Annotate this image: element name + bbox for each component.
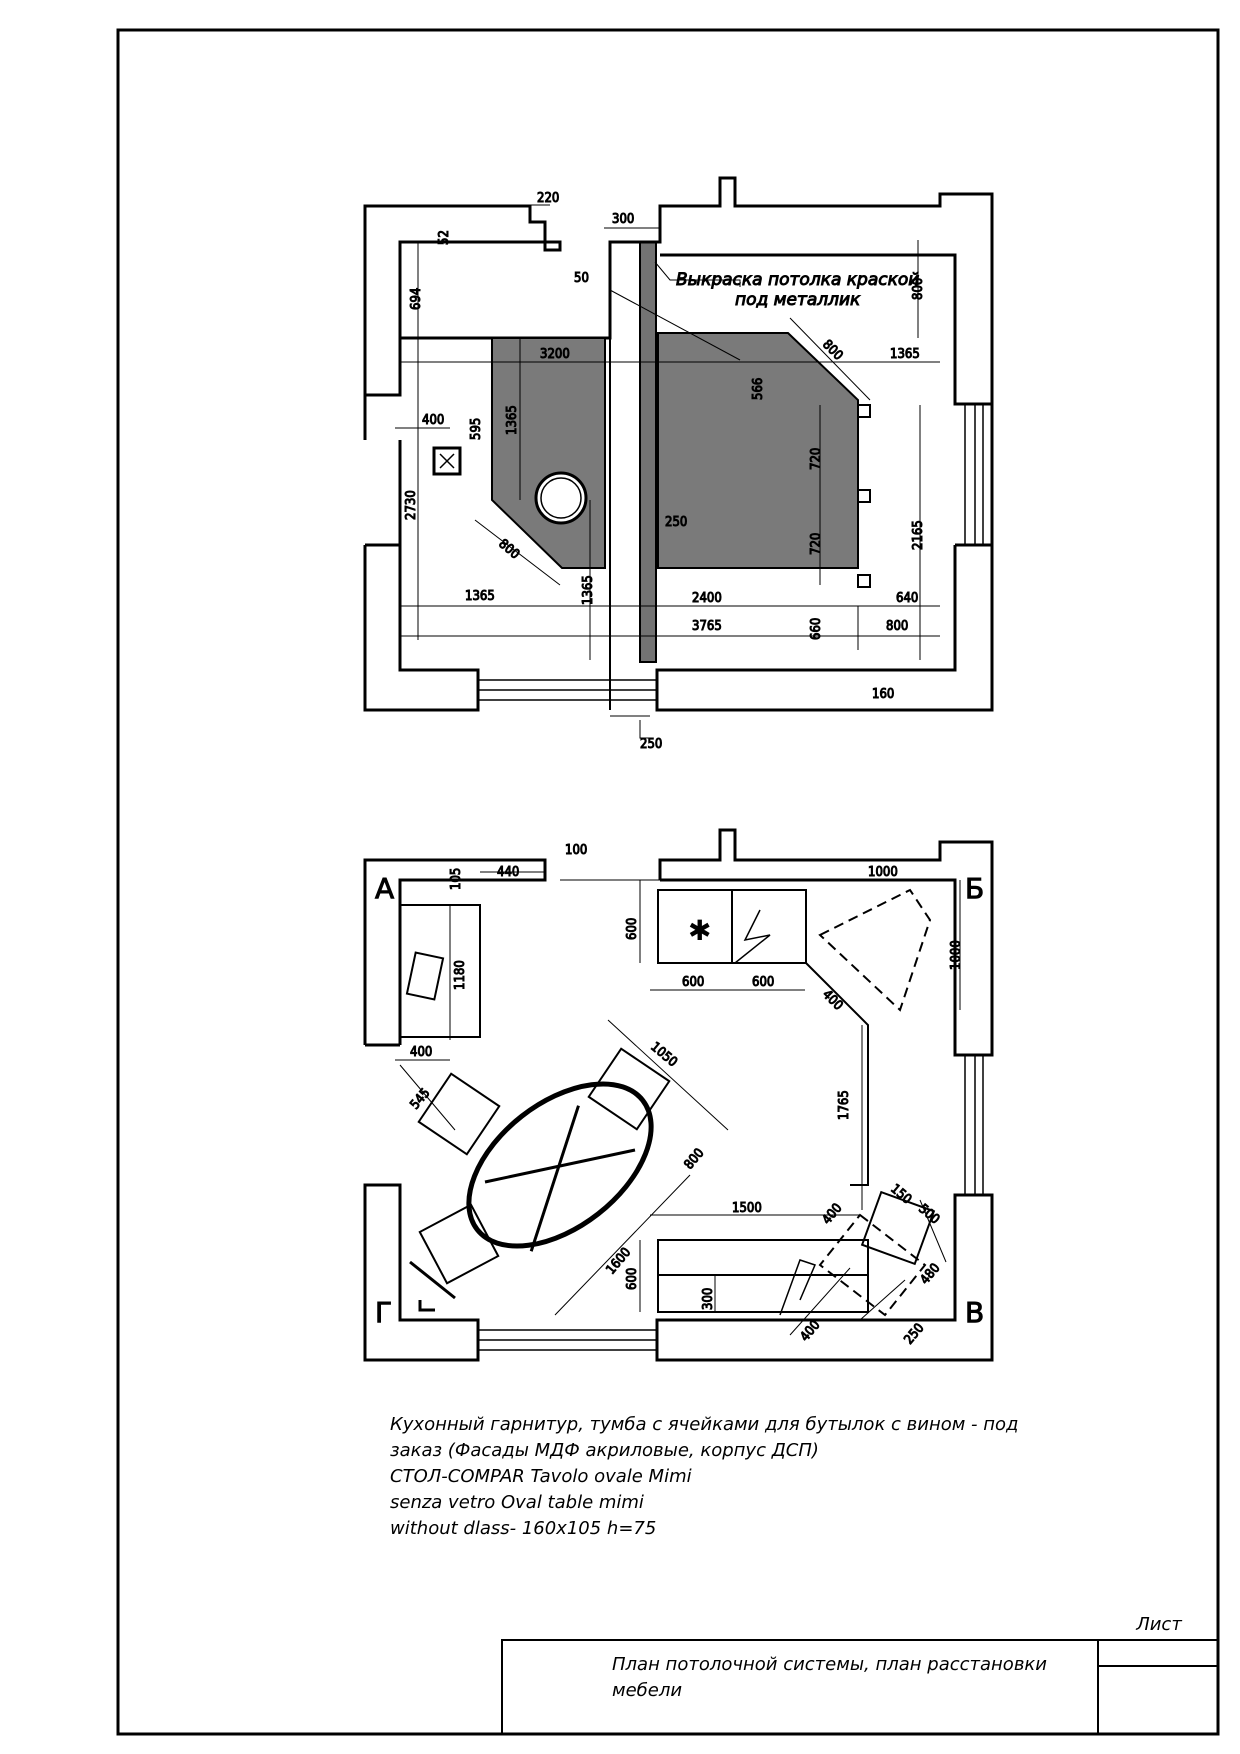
dim-text: 595 <box>469 418 484 440</box>
wine-cabinet-asterisk-icon: ✱ <box>688 914 711 947</box>
ceiling-panel-right <box>657 332 859 569</box>
dim-text: 1000 <box>949 940 964 970</box>
dim-text: 400 <box>820 1201 846 1228</box>
kitchen-bottom-units <box>657 1213 927 1317</box>
dim-text: 300 <box>612 212 634 227</box>
dim-text: 600 <box>625 918 640 940</box>
ceiling-plan-dim-texts: 220 300 52 694 50 800 800 1365 3200 566 … <box>404 191 927 753</box>
ceiling-plan: Выкраска потолка краской под металлик 22… <box>363 176 994 753</box>
dim-text: 250 <box>640 737 662 752</box>
ceiling-plan-dim-lines <box>395 204 940 739</box>
ceiling-spot-2 <box>857 489 871 503</box>
ceiling-spot-3 <box>857 574 871 588</box>
dim-text: 800 <box>819 337 845 363</box>
ceiling-paint-note: Выкраска потолка краской под металлик <box>676 270 920 311</box>
dim-text: 600 <box>752 975 774 990</box>
sideboard-tablet <box>405 951 445 1001</box>
dim-text: 1500 <box>732 1201 762 1216</box>
chair <box>587 1047 671 1131</box>
dim-text: 545 <box>408 1086 434 1113</box>
dim-text: 400 <box>422 413 444 428</box>
title-line-2: мебели <box>612 1680 683 1701</box>
note-line: without dlass- 160x105 h=75 <box>390 1518 657 1539</box>
note-line: заказ (Фасады МДФ акриловые, корпус ДСП) <box>390 1440 819 1461</box>
dim-text: 1365 <box>505 405 520 435</box>
dim-text: 50 <box>574 271 589 286</box>
dim-text: 440 <box>497 865 519 880</box>
kitchen-top-units <box>657 888 932 1186</box>
dim-text: 694 <box>409 288 424 310</box>
dim-text: 52 <box>437 230 452 245</box>
dim-text: 720 <box>809 448 824 470</box>
chairs <box>417 1047 671 1285</box>
ceiling-plan-window-bottom <box>478 679 657 701</box>
dim-text: 2730 <box>404 490 419 520</box>
dim-text: 1000 <box>868 865 898 880</box>
ceiling-spot-1 <box>857 404 871 418</box>
dim-text: 220 <box>537 191 559 206</box>
furniture-plan-walls <box>363 828 994 1362</box>
title-block-sheet-label: Лист <box>1136 1614 1182 1635</box>
furniture-plan-window-right <box>964 1055 984 1195</box>
corner-label-g: Г <box>375 1296 392 1329</box>
dim-text: 100 <box>565 843 587 858</box>
sideboard-left <box>399 904 481 1038</box>
ceiling-round-column <box>534 471 588 525</box>
note-line: senza vetro Oval table mimi <box>390 1492 644 1513</box>
ceiling-plan-walls <box>363 176 994 712</box>
corner-label-b: Б <box>965 872 984 905</box>
furniture-plan-window-bottom <box>478 1329 657 1351</box>
dim-text: 480 <box>918 1261 944 1288</box>
paint-note-line1: Выкраска потолка краской <box>676 270 919 290</box>
chair <box>417 1072 501 1156</box>
dim-text: 300 <box>701 1288 716 1310</box>
furniture-plan: ✱ <box>363 828 994 1362</box>
dim-text: 105 <box>449 868 464 890</box>
dim-text: 250 <box>665 515 687 530</box>
furniture-notes: Кухонный гарнитур, тумба с ячейками для … <box>390 1412 1070 1542</box>
corner-stool <box>860 1190 936 1266</box>
dim-text: 3200 <box>540 347 570 362</box>
dim-text: 600 <box>625 1268 640 1290</box>
dim-text: 160 <box>872 687 894 702</box>
dim-text: 1365 <box>581 575 596 605</box>
furniture-plan-dim-lines <box>395 871 961 1336</box>
note-line: СТОЛ-COMPAR Tavolo ovale Mimi <box>390 1466 692 1487</box>
furniture-plan-dim-texts: 100 105 440 1000 600 1180 1000 600 600 4… <box>407 843 964 1349</box>
dim-text: 800 <box>911 278 926 300</box>
dim-text: 1365 <box>465 589 495 604</box>
ceiling-plan-hatched-column <box>639 241 657 663</box>
ceiling-plan-window-right <box>964 404 984 545</box>
title-line-1: План потолочной системы, план расстановк… <box>612 1654 1047 1675</box>
dim-text: 720 <box>809 533 824 555</box>
dim-text: 1765 <box>837 1090 852 1120</box>
title-block-title: План потолочной системы, план расстановк… <box>612 1652 1072 1704</box>
dim-text: 566 <box>751 378 766 400</box>
ceiling-panel-left <box>491 337 606 569</box>
dim-text: 1050 <box>647 1040 679 1071</box>
dim-text: 2400 <box>692 591 722 606</box>
paint-note-line2: под металлик <box>735 290 861 310</box>
dim-text: 1365 <box>890 347 920 362</box>
dim-text: 800 <box>682 1146 708 1173</box>
dim-text: 3765 <box>692 619 722 634</box>
note-line: Кухонный гарнитур, тумба с ячейками для … <box>390 1414 1019 1435</box>
title-block <box>501 1639 1219 1735</box>
corner-label-v: В <box>965 1296 984 1329</box>
chair <box>418 1203 500 1285</box>
dim-text: 2165 <box>911 520 926 550</box>
tv-stand <box>409 1260 456 1312</box>
dim-text: 800 <box>886 619 908 634</box>
dim-text: 400 <box>410 1045 432 1060</box>
dim-text: 1180 <box>453 960 468 990</box>
oval-table <box>466 1081 654 1249</box>
corner-label-a: А <box>375 872 394 905</box>
dim-text: 400 <box>819 987 845 1013</box>
dim-text: 250 <box>902 1321 928 1348</box>
dim-text: 640 <box>896 591 918 606</box>
dim-text: 600 <box>682 975 704 990</box>
dim-text: 800 <box>495 537 522 563</box>
dim-text: 660 <box>809 618 824 640</box>
